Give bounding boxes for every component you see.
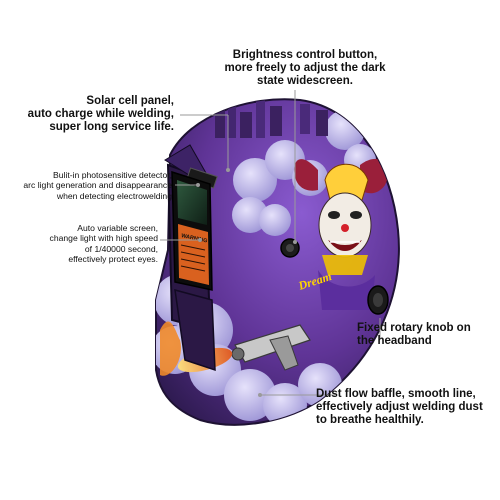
callout-brightness-button: Brightness control button, more freely t… (224, 49, 386, 88)
warning-label-text: WARNING (181, 233, 208, 244)
leader-lines (160, 90, 381, 396)
headband-rotary-knob (367, 285, 389, 315)
callout-rotary-knob: Fixed rotary knob on the headband (357, 322, 471, 348)
callout-auto-variable-screen: Auto variable screen, change light with … (49, 223, 158, 265)
clown-graphic (294, 158, 389, 310)
callout-solar-panel: Solar cell panel, auto charge while weld… (27, 95, 174, 134)
callout-dust-baffle: Dust flow baffle, smooth line, effective… (316, 388, 483, 427)
auto-darkening-screen: WARNING (171, 170, 213, 291)
callout-photosensitive-detector: Bulit-in photosensitive detector, arc li… (23, 170, 172, 201)
